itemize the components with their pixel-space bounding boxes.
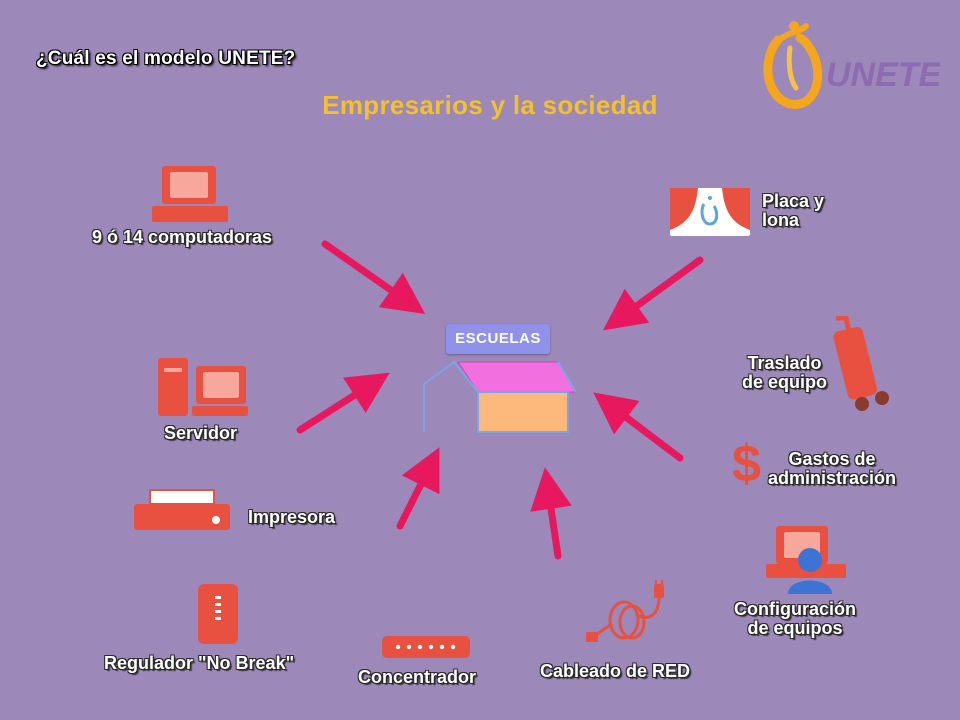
computer-icon <box>150 164 230 226</box>
label-placa: Placa y lona <box>762 191 825 230</box>
label-gastos: Gastos de administración <box>768 449 897 488</box>
arrow-computers <box>321 240 426 315</box>
label-config: Configuración de equipos <box>734 599 856 638</box>
label-cabling: Cableado de RED <box>540 661 691 681</box>
label-hub: Concentrador <box>358 667 477 687</box>
arrow-cabling <box>530 467 572 560</box>
hand-truck-icon <box>826 316 892 414</box>
printer-icon <box>132 488 238 532</box>
hub-icon <box>380 634 472 660</box>
user-computer-icon <box>764 524 848 596</box>
label-computers: 9 ó 14 computadoras <box>92 227 273 247</box>
ups-icon <box>196 582 240 646</box>
label-traslado: Traslado de equipo <box>742 353 827 392</box>
school-label: ESCUELAS <box>455 330 541 347</box>
school-sign: ESCUELAS <box>446 324 550 354</box>
label-printer: Impresora <box>248 507 336 527</box>
banner-icon <box>668 186 752 238</box>
arrow-server <box>296 372 390 434</box>
arrow-printer <box>396 447 440 530</box>
dollar-icon: $ <box>732 435 761 493</box>
arrow-placa <box>602 256 704 331</box>
school-building <box>418 356 582 442</box>
label-server: Servidor <box>164 423 238 443</box>
label-regulator: Regulador "No Break" <box>104 653 295 673</box>
server-icon <box>156 356 248 418</box>
cable-icon <box>584 580 680 646</box>
slide-subtitle: Empresarios y la sociedad <box>322 90 658 120</box>
slide-question: ¿Cuál es el modelo UNETE? <box>36 48 296 69</box>
arrow-traslado <box>593 392 684 462</box>
unete-logo: UNETE <box>760 18 940 110</box>
logo-text: UNETE <box>826 56 940 94</box>
